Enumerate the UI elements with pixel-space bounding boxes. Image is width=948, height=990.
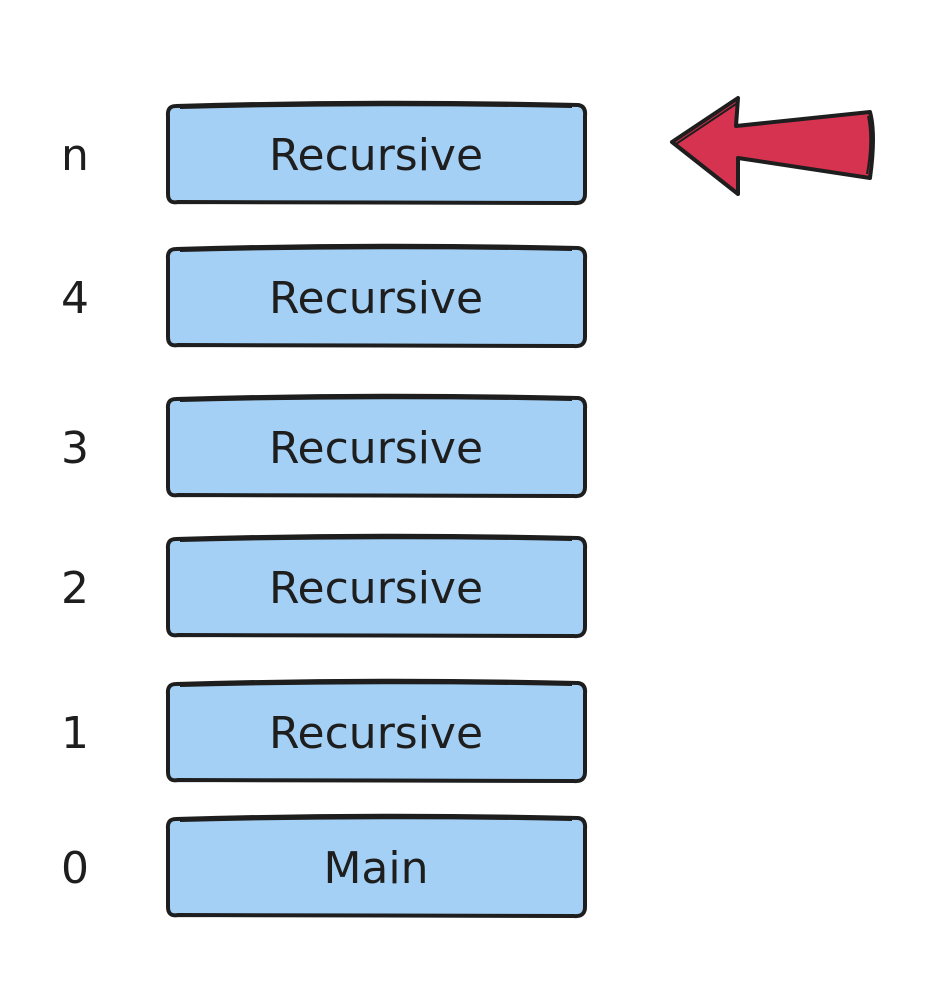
pointer-arrow-icon xyxy=(670,96,875,196)
frame-index: 4 xyxy=(61,272,89,324)
frame-label: Recursive xyxy=(268,422,484,474)
frame-box: Recursive xyxy=(165,393,588,501)
frame-box: Recursive xyxy=(165,533,588,641)
frame-index: 2 xyxy=(61,562,89,614)
stack-frame-0: 0 Main xyxy=(0,813,948,921)
frame-box-shape xyxy=(165,813,588,919)
frame-box: Main xyxy=(165,813,588,921)
stack-frame-1: 1 Recursive xyxy=(0,678,948,786)
frame-label: Recursive xyxy=(268,562,484,614)
stack-frame-4: 4 Recursive xyxy=(0,243,948,351)
frame-box: Recursive xyxy=(165,243,588,351)
frame-index: 0 xyxy=(61,842,89,894)
frame-label: Main xyxy=(323,842,429,894)
frame-label: Recursive xyxy=(268,707,484,759)
frame-label: Recursive xyxy=(268,129,484,181)
frame-index: 3 xyxy=(61,422,89,474)
stack-frame-3: 3 Recursive xyxy=(0,393,948,501)
frame-label: Recursive xyxy=(268,272,484,324)
stack-frame-n: n Recursive xyxy=(0,100,948,208)
frame-index: n xyxy=(61,129,89,181)
frame-box-shape xyxy=(165,100,588,206)
frame-box-shape xyxy=(165,243,588,349)
frame-index: 1 xyxy=(61,707,89,759)
frame-box: Recursive xyxy=(165,678,588,786)
frame-box-shape xyxy=(165,393,588,499)
stack-frame-2: 2 Recursive xyxy=(0,533,948,641)
frame-box: Recursive xyxy=(165,100,588,208)
frame-box-shape xyxy=(165,678,588,784)
frame-box-shape xyxy=(165,533,588,639)
